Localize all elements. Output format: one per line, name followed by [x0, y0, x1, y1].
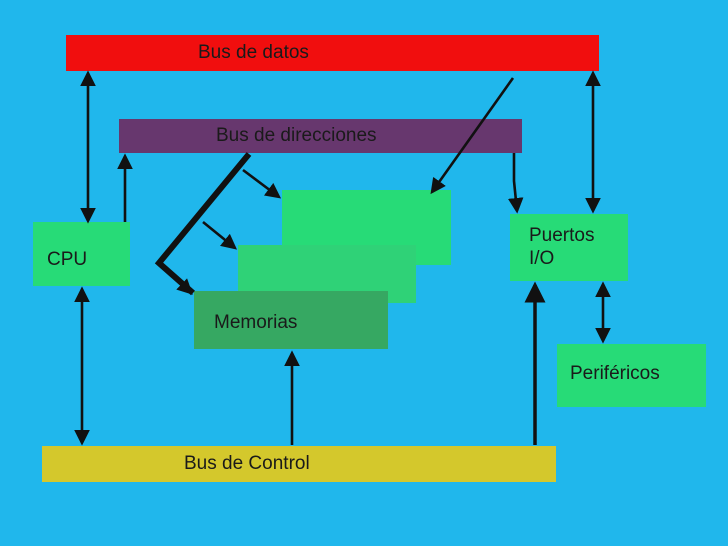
bus-de-datos-label: Bus de datos: [198, 42, 309, 63]
direcciones-memoria-1-arrow: [242, 168, 282, 199]
cpu-label: CPU: [47, 249, 88, 270]
direcciones-tronco: [154, 152, 252, 296]
bus-de-direcciones-label: Bus de direcciones: [216, 125, 377, 146]
direcciones-puertos-arrow: [507, 153, 524, 214]
perifericos-box: Periféricos: [557, 344, 706, 407]
direcciones-memoria-2-arrow: [202, 220, 238, 250]
puertos-label: Puertos: [529, 225, 595, 246]
bus-de-direcciones: Bus de direcciones: [119, 119, 522, 153]
memorias-label: Memorias: [214, 312, 298, 333]
io-label: I/O: [529, 248, 555, 269]
memoria-bloque-3: Memorias: [194, 291, 388, 349]
bus-de-datos: Bus de datos: [66, 35, 599, 71]
puertos-io-box: Puertos I/O: [510, 214, 628, 281]
cpu-box: CPU: [33, 222, 130, 286]
bus-de-control: Bus de Control: [42, 446, 556, 482]
perifericos-label: Periféricos: [570, 363, 660, 384]
datos-memoria-arrow: [430, 77, 515, 195]
bus-de-control-label: Bus de Control: [184, 453, 310, 474]
